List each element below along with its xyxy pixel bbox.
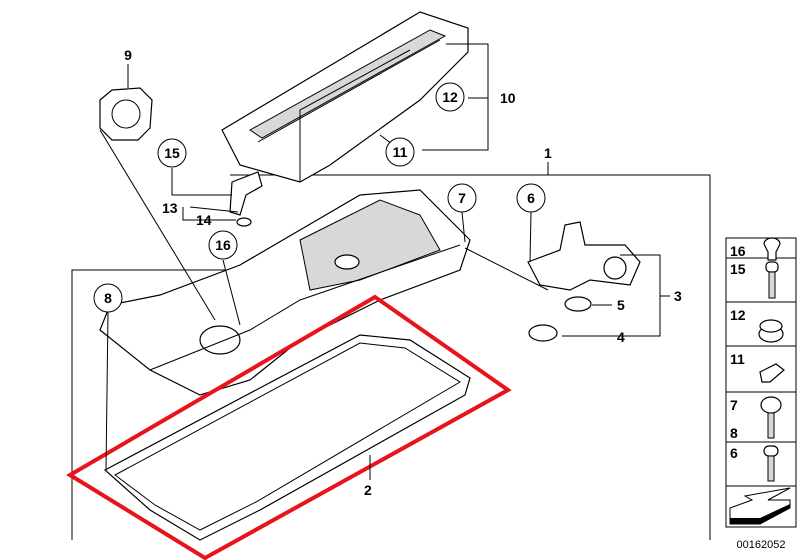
stud-7-8-icon [760, 396, 782, 414]
legend-panel: 16 15 12 11 7 8 6 [725, 237, 797, 528]
callout-16: 16 [208, 230, 238, 260]
legend-6-label: 6 [730, 445, 738, 461]
bolt-16-icon [763, 237, 781, 261]
drawing-number: 00162052 [737, 539, 786, 551]
callout-7: 7 [447, 183, 477, 213]
engine-cover [221, 11, 469, 183]
assembly-frame-left [71, 269, 230, 540]
callout-11-label: 11 [393, 144, 408, 160]
callout-9-label: 9 [124, 47, 132, 63]
seal-14 [236, 217, 252, 227]
legend-15-label: 15 [730, 261, 746, 277]
callout-16-label: 16 [215, 237, 231, 253]
callout-15: 15 [157, 138, 187, 168]
callout-8: 8 [93, 283, 123, 313]
legend-12-label: 12 [730, 307, 746, 323]
legend-7-label: 7 [730, 397, 738, 413]
callout-5-label: 5 [617, 297, 625, 313]
sensor-15 [229, 171, 263, 216]
damper-11-icon [759, 363, 785, 383]
legend-11-label: 11 [730, 351, 745, 367]
callout-7-label: 7 [458, 190, 466, 206]
callout-9: 9 [124, 47, 132, 63]
gasket [103, 334, 471, 541]
callout-13-label: 13 [162, 200, 178, 216]
callout-2-label: 2 [364, 482, 372, 498]
callout-6: 6 [516, 183, 546, 213]
oil-separator [527, 221, 641, 291]
oil-filler-cap [99, 87, 153, 141]
legend-16-label: 16 [730, 243, 746, 259]
callout-12-label: 12 [442, 89, 458, 105]
callout-3-label: 3 [674, 288, 682, 304]
o-ring-5 [564, 296, 592, 312]
screw-6-icon [763, 445, 779, 457]
callout-1-label: 1 [544, 145, 552, 161]
screw-15-icon [765, 261, 779, 273]
o-ring-4 [528, 324, 558, 342]
legend-8-label: 8 [730, 425, 738, 441]
callout-15-label: 15 [164, 145, 180, 161]
callout-12: 12 [435, 82, 465, 112]
callout-14-label: 14 [196, 212, 212, 228]
callout-10-label: 10 [500, 90, 516, 106]
callout-6-label: 6 [527, 190, 535, 206]
assembly-frame-right [230, 174, 711, 540]
highlight-frame [66, 294, 512, 560]
callout-8-label: 8 [104, 290, 112, 306]
callout-11: 11 [385, 137, 415, 167]
cylinder-head-cover [99, 189, 471, 396]
callout-4-label: 4 [617, 329, 625, 345]
